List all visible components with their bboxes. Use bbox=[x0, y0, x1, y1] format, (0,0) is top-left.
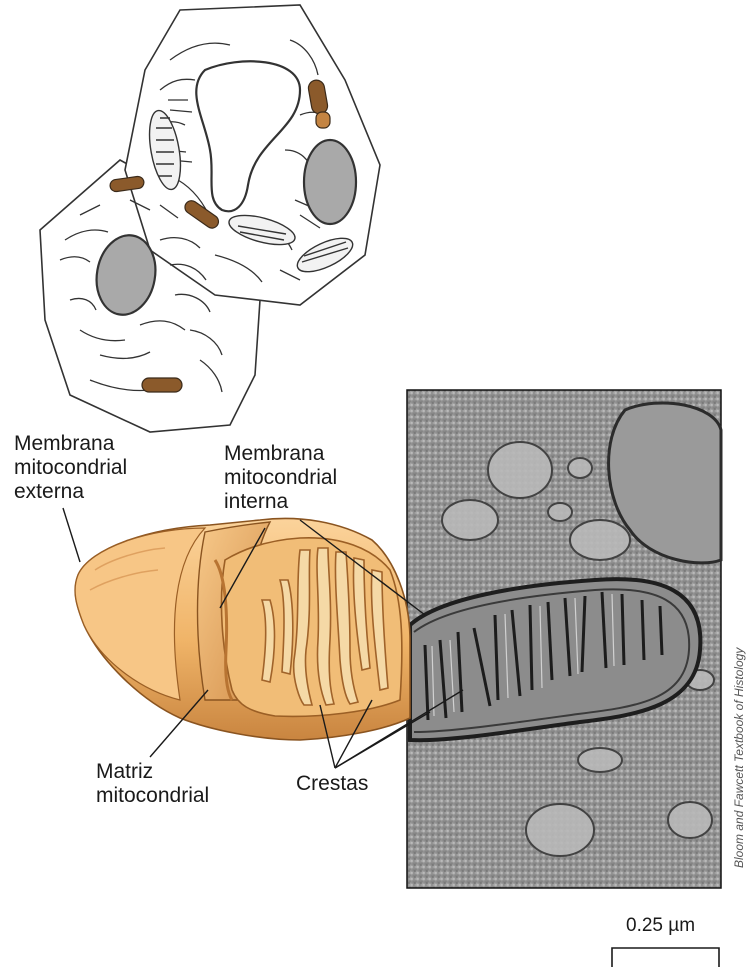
leader-outer-membrane bbox=[63, 508, 80, 562]
label-outer-membrane: Membrana mitocondrial externa bbox=[14, 432, 127, 504]
mitochondrion-illustration bbox=[75, 518, 410, 740]
nucleus-right bbox=[304, 140, 356, 224]
label-matrix: Matriz mitocondrial bbox=[96, 760, 209, 808]
image-credit: Bloom and Fawcett Textbook of Histology bbox=[732, 618, 746, 868]
scale-bar-label: 0.25 µm bbox=[626, 915, 695, 937]
scale-bar bbox=[612, 948, 719, 967]
label-cristae: Crestas bbox=[296, 772, 368, 796]
label-inner-membrane: Membrana mitocondrial interna bbox=[224, 442, 337, 514]
electron-micrograph bbox=[407, 390, 721, 888]
cell-illustration bbox=[40, 5, 380, 432]
